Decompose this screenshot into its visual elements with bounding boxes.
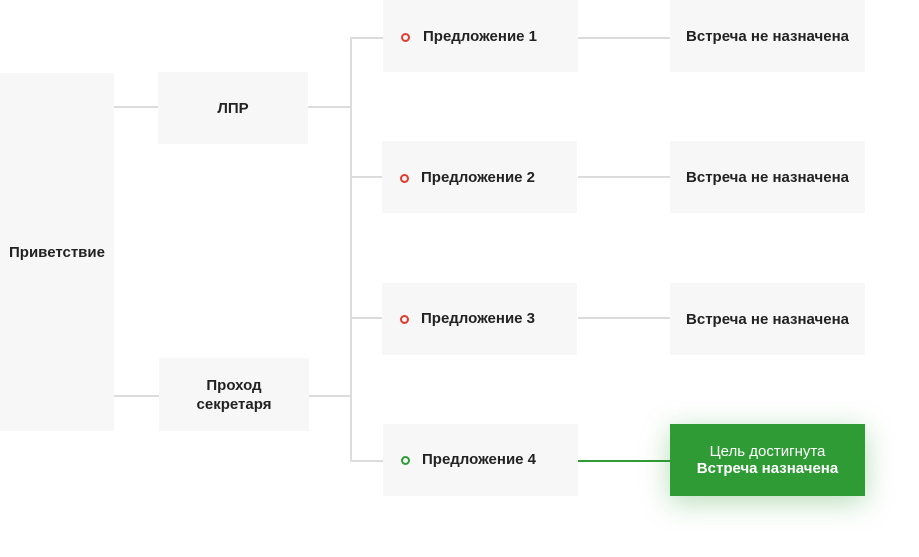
secretary-node: Проход секретаря bbox=[159, 358, 309, 431]
result-node-1: Встреча не назначена bbox=[670, 0, 865, 72]
connector-trunk-offer-2 bbox=[350, 176, 383, 178]
offer-1-label: Предложение 1 bbox=[423, 28, 538, 45]
offer-3-marker-icon bbox=[400, 315, 409, 324]
connector-offer-4-goal bbox=[578, 460, 670, 462]
result-1-label: Встреча не назначена bbox=[686, 27, 849, 45]
offer-node-2 bbox=[382, 141, 577, 213]
connector-secretary-trunk bbox=[309, 395, 351, 397]
result-3-label: Встреча не назначена bbox=[686, 310, 849, 328]
offer-1-marker-icon bbox=[401, 33, 410, 42]
offer-node-1 bbox=[383, 0, 578, 72]
connector-trunk-vertical bbox=[350, 37, 352, 462]
connector-trunk-offer-1 bbox=[350, 37, 383, 39]
offer-2-marker-icon bbox=[400, 174, 409, 183]
connector-greeting-secretary bbox=[114, 395, 159, 397]
offer-node-3 bbox=[382, 283, 577, 355]
goal-result: Встреча назначена bbox=[696, 460, 839, 477]
connector-trunk-offer-4 bbox=[350, 460, 383, 462]
result-node-3: Встреча не назначена bbox=[670, 283, 865, 355]
connector-greeting-lpr bbox=[114, 106, 158, 108]
offer-node-4 bbox=[383, 424, 578, 496]
offer-3-label: Предложение 3 bbox=[421, 310, 536, 327]
offer-2-label: Предложение 2 bbox=[421, 169, 536, 186]
connector-offer-1-result bbox=[578, 37, 670, 39]
goal-node: Цель достигнута Встреча назначена bbox=[670, 424, 865, 496]
connector-offer-2-result bbox=[578, 176, 670, 178]
result-node-2: Встреча не назначена bbox=[670, 141, 865, 213]
secretary-label: Проход секретаря bbox=[196, 376, 272, 413]
lpr-label: ЛПР bbox=[217, 99, 249, 117]
connector-trunk-offer-3 bbox=[350, 317, 383, 319]
connector-offer-3-result bbox=[578, 317, 670, 319]
connector-lpr-trunk bbox=[308, 106, 351, 108]
greeting-label: Приветствие bbox=[9, 243, 105, 261]
offer-4-label: Предложение 4 bbox=[422, 451, 537, 468]
offer-4-marker-icon bbox=[401, 456, 410, 465]
goal-title: Цель достигнута bbox=[709, 443, 826, 460]
lpr-node: ЛПР bbox=[158, 72, 308, 144]
result-2-label: Встреча не назначена bbox=[686, 168, 849, 186]
greeting-node: Приветствие bbox=[0, 73, 114, 431]
